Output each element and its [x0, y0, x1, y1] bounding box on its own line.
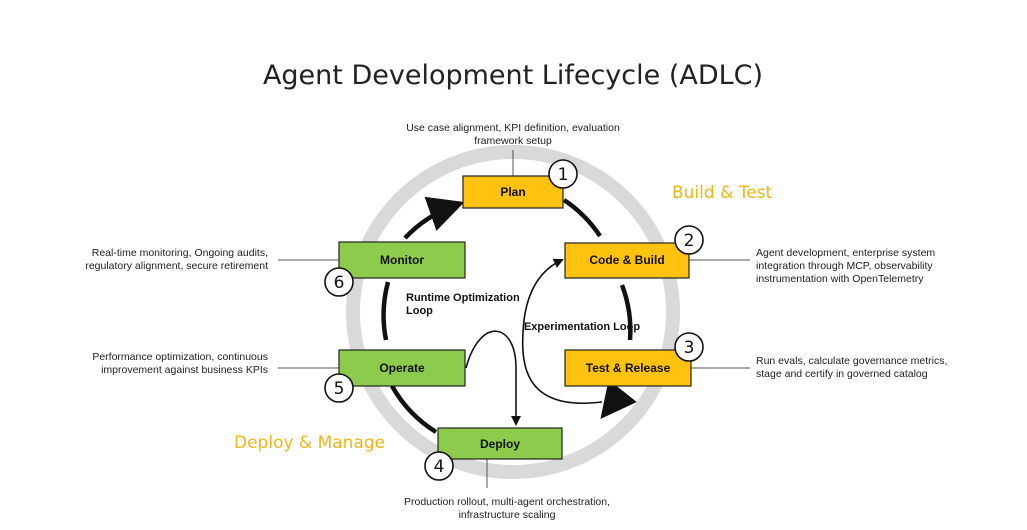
- step-number-badge: [424, 451, 454, 481]
- step-number: 1: [558, 165, 569, 185]
- stage-label: Code & Build: [589, 253, 664, 267]
- experimentation-loop-label: Experimentation Loop: [524, 321, 640, 333]
- stage-description-code-build-line-2: integration through MCP, observability: [756, 260, 933, 272]
- step-number: 4: [434, 457, 445, 477]
- cycle-arrow-operate-to-monitor: [381, 281, 391, 341]
- cycle-arrow-monitor-to-plan: [403, 196, 465, 240]
- step-number: 3: [684, 338, 695, 358]
- stage-description-plan-line-2: framework setup: [474, 135, 552, 147]
- stage-description-plan-line-1: Use case alignment, KPI definition, eval…: [406, 122, 620, 134]
- stage-test-release: Test & Release 3: [564, 332, 704, 387]
- stage-description-monitor-line-2: regulatory alignment, secure retirement: [85, 260, 268, 272]
- stage-box: [338, 241, 466, 279]
- stage-label: Monitor: [380, 253, 424, 267]
- step-number-badge: [674, 225, 704, 255]
- stage-box: [338, 349, 466, 387]
- step-number: 6: [334, 273, 345, 293]
- stage-description-operate-line-1: Performance optimization, continuous: [92, 351, 268, 363]
- stage-label: Test & Release: [586, 361, 671, 375]
- stage-description-deploy-line-2: infrastructure scaling: [459, 509, 556, 521]
- cycle-arrow-plan-to-build: [562, 198, 602, 238]
- runtime-optimization-loop-arrow: [465, 330, 521, 426]
- cycle-arrow-test-to-deploy: [600, 379, 637, 420]
- stage-description-code-build-line-1: Agent development, enterprise system: [756, 247, 935, 259]
- stage-box: [564, 349, 692, 387]
- step-number-badge: [324, 267, 354, 297]
- stage-monitor: Monitor 6: [324, 241, 466, 297]
- diagram-title: Agent Development Lifecycle (ADLC): [263, 60, 763, 91]
- stage-box: [437, 427, 563, 460]
- runtime-loop-label-line-1: Runtime Optimization: [406, 292, 520, 304]
- step-number-badge: [324, 373, 354, 403]
- step-number-badge: [548, 159, 578, 189]
- stage-label: Plan: [500, 185, 525, 199]
- stage-plan: Plan 1: [462, 159, 578, 209]
- stage-label: Deploy: [480, 437, 520, 451]
- stage-operate: Operate 5: [324, 349, 466, 403]
- stage-description-test-release-line-2: stage and certify in governed catalog: [756, 368, 928, 380]
- stage-code-build: Code & Build 2: [564, 225, 704, 279]
- step-number-badge: [674, 332, 704, 362]
- stage-box: [564, 242, 690, 279]
- stage-description-deploy-line-1: Production rollout, multi-agent orchestr…: [404, 496, 610, 508]
- stage-description-monitor-line-1: Real-time monitoring, Ongoing audits,: [92, 247, 268, 259]
- stage-box: [462, 175, 564, 209]
- phase-deploy-manage: Deploy & Manage: [234, 433, 385, 453]
- cycle-arrow-deploy-to-operate: [390, 384, 438, 434]
- stage-label: Operate: [379, 361, 425, 375]
- stage-description-code-build-line-3: instrumentation with OpenTelemetry: [756, 273, 924, 285]
- phase-build-test: Build & Test: [672, 183, 773, 203]
- step-number: 5: [334, 379, 345, 399]
- cycle-arrow-build-to-test: [619, 284, 633, 341]
- stage-description-operate-line-2: improvement against business KPIs: [101, 364, 268, 376]
- runtime-loop-label-line-2: Loop: [406, 305, 433, 317]
- stage-description-test-release-line-1: Run evals, calculate governance metrics,: [756, 355, 947, 367]
- stage-deploy: Deploy 4: [424, 427, 563, 481]
- step-number: 2: [684, 231, 695, 251]
- experimentation-loop-arrow: [521, 258, 603, 405]
